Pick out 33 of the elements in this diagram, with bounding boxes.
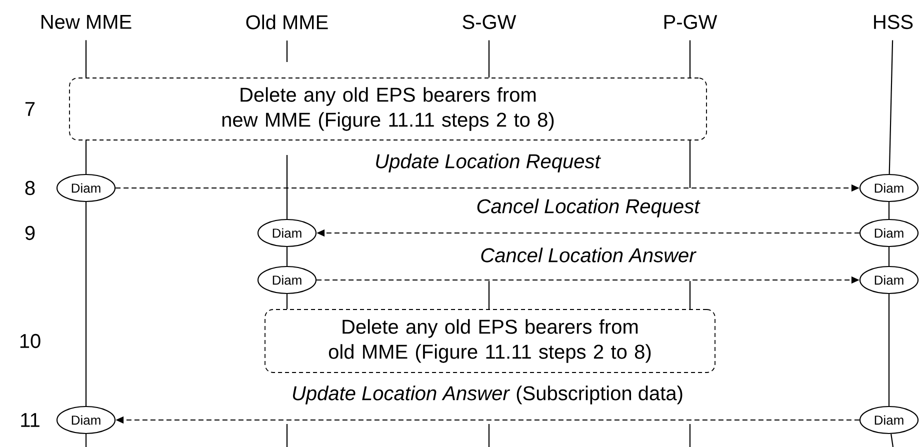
process-box: Delete any old EPS bearers from old MME (Figure 11.11 steps 2 to 8): [264, 309, 716, 373]
entity-name: HSS: [874, 14, 913, 30]
message-label: Cancel Location Request: [477, 198, 700, 218]
entity-name: New MME: [42, 15, 132, 29]
lifeline: [888, 294, 890, 406]
process-box: Delete any old EPS bearers from new MME (Figure 11.11 steps 2 to 8): [69, 78, 707, 140]
entity-name: S-GW: [462, 14, 516, 30]
entity-name: P-GW: [664, 14, 718, 30]
lifeline: [286, 155, 288, 219]
lifeline: [689, 140, 691, 188]
lifeline: [286, 247, 288, 266]
lifeline: [689, 40, 691, 78]
lifeline: [888, 247, 890, 266]
lifeline: [85, 434, 87, 447]
step-number: 8: [25, 180, 35, 196]
step-number: 9: [25, 226, 35, 240]
lifeline: [888, 202, 890, 219]
lifeline: [286, 294, 288, 310]
lifeline: [85, 202, 87, 406]
message-label: Cancel Location Answer: [481, 248, 696, 262]
lifeline: [888, 40, 894, 174]
message-label: Update Location Answer (Subscription data): [293, 386, 682, 404]
message-label: Update Location Request: [376, 154, 601, 172]
lifeline: [85, 40, 87, 78]
lifeline: [286, 40, 288, 62]
lifeline: [689, 281, 691, 310]
lifeline: [488, 281, 490, 310]
step-number: 7: [25, 102, 35, 116]
entity-name: Old MME: [246, 14, 328, 30]
lifeline: [488, 40, 490, 78]
lifeline: [85, 140, 87, 174]
lifeline: [890, 434, 894, 447]
step-number: 10: [20, 334, 40, 348]
